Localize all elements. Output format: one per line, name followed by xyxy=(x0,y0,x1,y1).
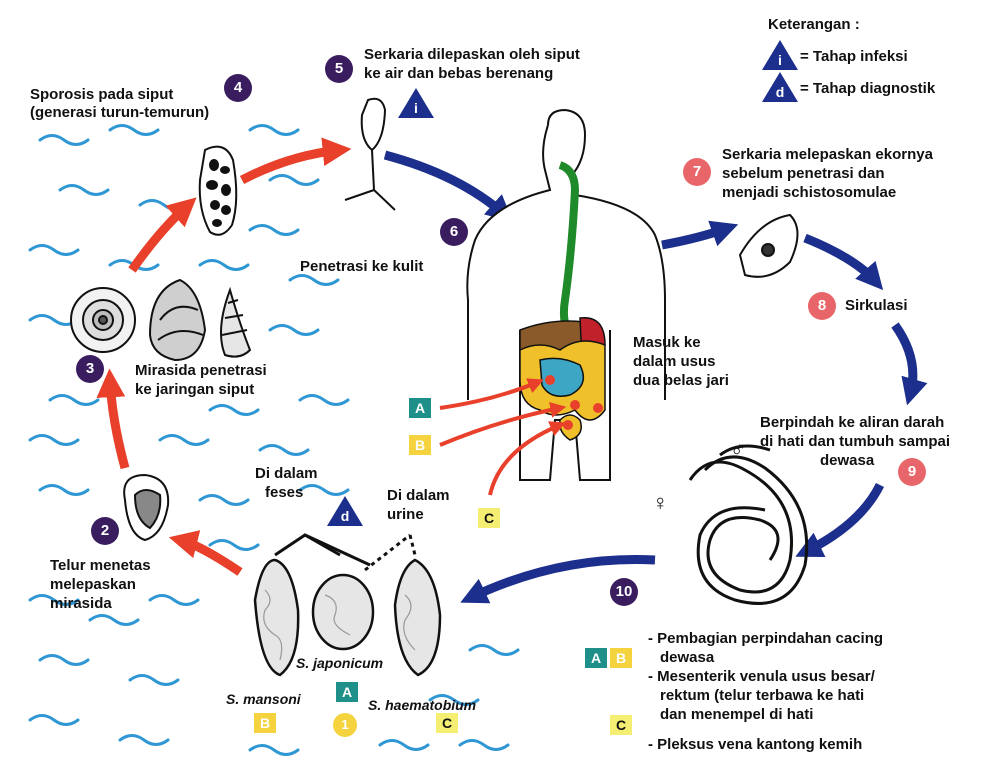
stage-6-badge: 6 xyxy=(440,218,468,246)
stage-2-text-line2: melepaskan xyxy=(50,576,136,594)
stage-5-text-line1: Serkaria dilepaskan oleh siput xyxy=(364,46,580,64)
stage-7-badge: 7 xyxy=(683,158,711,186)
legend-diagnostic-label: = Tahap diagnostik xyxy=(800,80,935,98)
diagnostic-symbol: d xyxy=(762,84,798,100)
stage-8-badge: 8 xyxy=(808,292,836,320)
egg-letter-c: C xyxy=(436,713,458,733)
stage-2-text-line1: Telur menetas xyxy=(50,557,151,575)
note-3-line1: - Pleksus vena kantong kemih xyxy=(648,736,862,754)
stage-7-text-line2: sebelum penetrasi dan xyxy=(722,165,885,183)
stage-2-text-line3: mirasida xyxy=(50,595,112,613)
snail-shells xyxy=(71,280,250,360)
note-1-line1: - Pembagian perpindahan cacing xyxy=(648,630,883,648)
note-1-line2: dewasa xyxy=(660,649,714,667)
stage-7-text-line1: Serkaria melepaskan ekornya xyxy=(722,146,933,164)
stage-3-text-line2: ke jaringan siput xyxy=(135,381,254,399)
stage-4-text-line2: (generasi turun-temurun) xyxy=(30,104,209,122)
label-s-mansoni: S. mansoni xyxy=(226,690,301,708)
stage-5-text-line2: ke air dan bebas berenang xyxy=(364,65,553,83)
stage-9-text-line3: dewasa xyxy=(820,452,874,470)
stage-4-text-line1: Sporosis pada siput xyxy=(30,86,173,104)
stage-7-text-line3: menjadi schistosomulae xyxy=(722,184,896,202)
infection-symbol: i xyxy=(762,52,798,68)
egg-letter-a: A xyxy=(336,682,358,702)
schistosomula xyxy=(740,215,798,277)
egg-letter-b: B xyxy=(254,713,276,733)
male-symbol: ♂ xyxy=(730,440,747,458)
stage-5-badge: 5 xyxy=(325,55,353,83)
sporocyst xyxy=(200,147,237,235)
hatching-egg xyxy=(124,475,168,540)
note-2-line3: dan menempel di hati xyxy=(660,706,813,724)
stage-9-text-line2: di hati dan tumbuh sampai xyxy=(760,433,950,451)
diagnostic-lines xyxy=(275,535,415,570)
note-letter-c: C xyxy=(610,715,632,735)
stage-3-text-line1: Mirasida penetrasi xyxy=(135,362,267,380)
label-s-japonicum: S. japonicum xyxy=(296,654,383,672)
note-2-line2: rektum (telur terbawa ke hati xyxy=(660,687,864,705)
stage-2-badge: 2 xyxy=(91,517,119,545)
intestine-text-line1: Masuk ke xyxy=(633,334,701,352)
migration-letter-b: B xyxy=(409,435,431,455)
stage-1-badge: 1 xyxy=(333,713,357,737)
legend-title: Keterangan : xyxy=(768,16,860,34)
female-symbol: ♀ xyxy=(652,494,669,512)
adult-worms xyxy=(690,446,807,603)
urine-label-line1: Di dalam xyxy=(387,487,450,505)
urine-label-line2: urine xyxy=(387,506,424,524)
stage-9-text-line1: Berpindah ke aliran darah xyxy=(760,414,944,432)
feces-label-line2: feses xyxy=(265,484,303,502)
note-2-line1: - Mesenterik venula usus besar/ xyxy=(648,668,875,686)
note-letter-a: A xyxy=(585,648,607,668)
note-letter-b: B xyxy=(610,648,632,668)
diagnostic-triangle-symbol: d xyxy=(327,508,363,524)
stage-3-badge: 3 xyxy=(76,355,104,383)
label-s-haematobium: S. haematobium xyxy=(368,696,476,714)
feces-label-line1: Di dalam xyxy=(255,465,318,483)
stage-8-text: Sirkulasi xyxy=(845,297,908,315)
stage-5-infection-symbol: i xyxy=(398,100,434,116)
stage-6-text: Penetrasi ke kulit xyxy=(300,258,423,276)
legend-infection-label: = Tahap infeksi xyxy=(800,48,908,66)
stage-4-badge: 4 xyxy=(224,74,252,102)
stage-10-badge: 10 xyxy=(610,578,638,606)
intestine-text-line3: dua belas jari xyxy=(633,372,729,390)
migration-letter-c: C xyxy=(478,508,500,528)
stage-9-badge: 9 xyxy=(898,458,926,486)
intestine-text-line2: dalam usus xyxy=(633,353,716,371)
migration-letter-a: A xyxy=(409,398,431,418)
